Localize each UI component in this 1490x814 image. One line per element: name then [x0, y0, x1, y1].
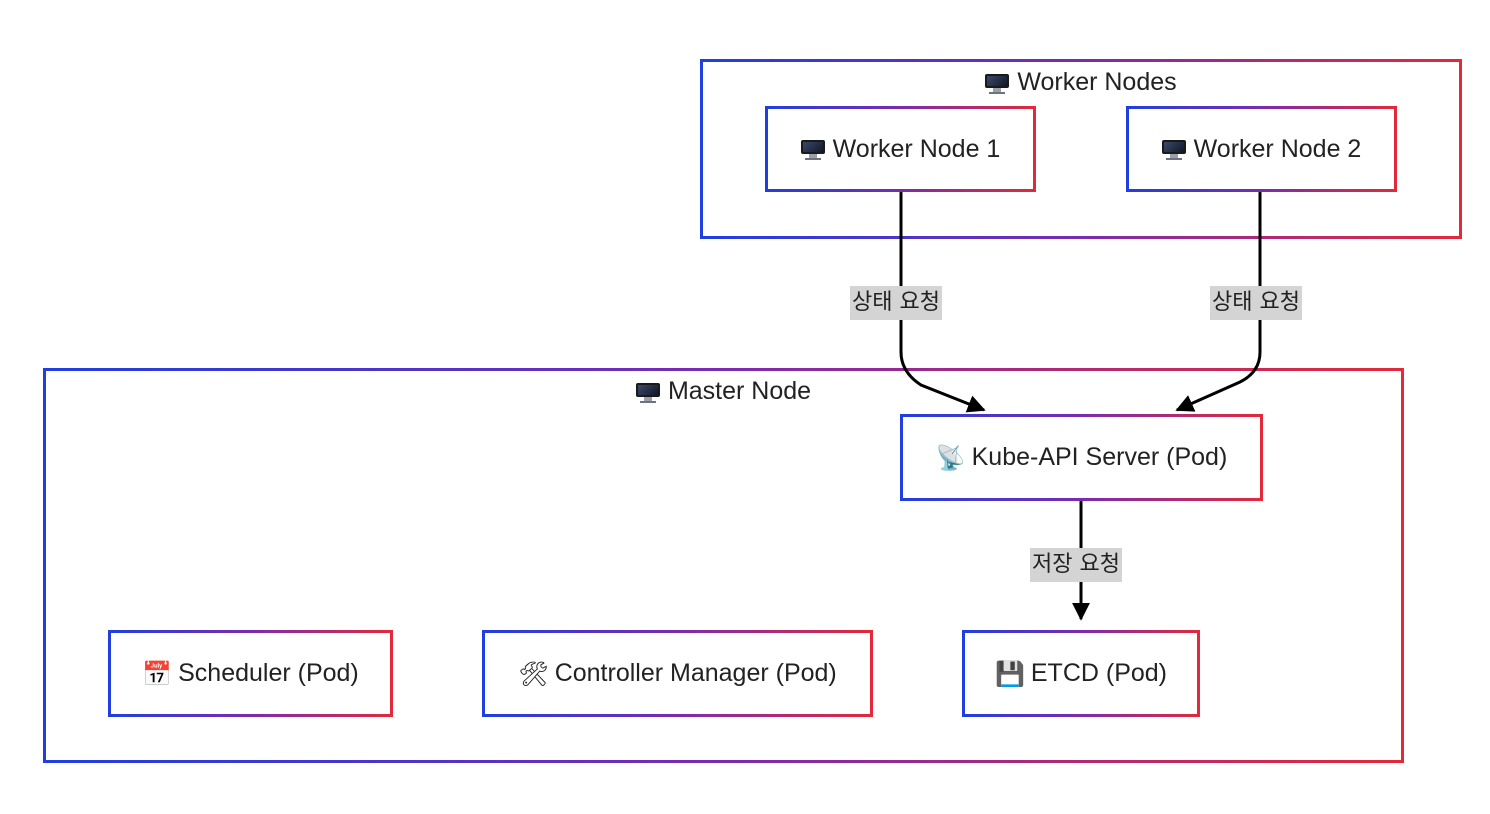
etcd-node[interactable]: 💾ETCD (Pod): [962, 630, 1200, 717]
calendar-icon: 📅: [142, 659, 173, 688]
worker-node-2[interactable]: Worker Node 2: [1126, 106, 1397, 192]
controller-manager-node[interactable]: 🛠Controller Manager (Pod): [482, 630, 873, 717]
worker-node-2-label: Worker Node 2: [1193, 134, 1362, 163]
floppy-disk-icon: 💾: [994, 659, 1025, 688]
worker-node-1[interactable]: Worker Node 1: [765, 106, 1036, 192]
satellite-antenna-icon: 📡: [935, 443, 966, 472]
master-node-title: Master Node: [46, 377, 1401, 406]
controller-manager-label: Controller Manager (Pod): [554, 659, 837, 687]
worker-node-1-label: Worker Node 1: [832, 134, 1001, 163]
edge-label-worker1: 상태 요청: [850, 286, 942, 320]
worker-nodes-title-text: Worker Nodes: [1017, 68, 1177, 96]
scheduler-label: Scheduler (Pod): [178, 659, 359, 687]
edge-label-api-to-etcd: 저장 요청: [1030, 548, 1122, 582]
edge-worker1-to-api: [899, 192, 986, 413]
edge-worker2-to-api: [1175, 192, 1262, 412]
scheduler-node[interactable]: 📅Scheduler (Pod): [108, 630, 393, 717]
monitor-icon: [800, 138, 825, 160]
etcd-label: ETCD (Pod): [1030, 659, 1168, 687]
edge-label-worker2: 상태 요청: [1210, 286, 1302, 320]
tools-icon: 🛠: [518, 659, 549, 688]
monitor-icon: [985, 72, 1010, 95]
master-node-title-text: Master Node: [667, 377, 812, 405]
monitor-icon: [1161, 138, 1186, 160]
worker-nodes-title: Worker Nodes: [703, 68, 1459, 97]
monitor-icon: [635, 381, 660, 404]
kube-api-server-label: Kube-API Server (Pod): [971, 443, 1228, 471]
kube-api-server-node[interactable]: 📡Kube-API Server (Pod): [900, 414, 1263, 501]
